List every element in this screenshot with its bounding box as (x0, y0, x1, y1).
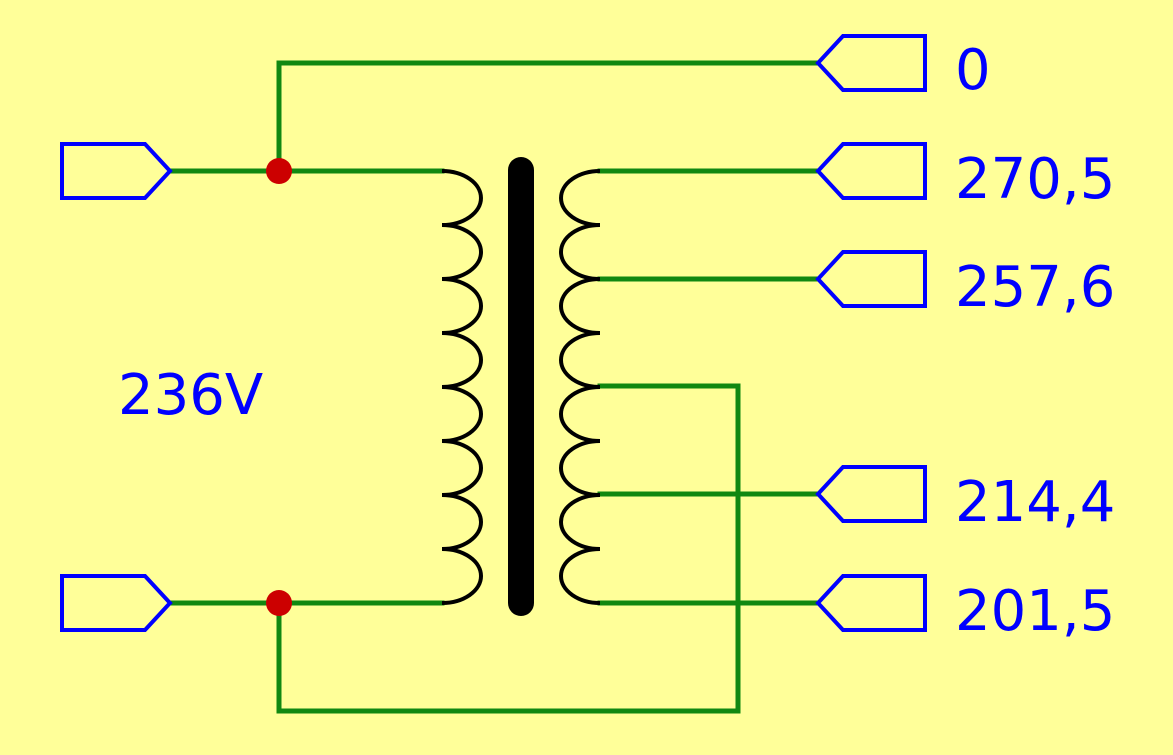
tap-label-214-4: 214,4 (955, 470, 1115, 535)
output-port-214-4 (815, 465, 927, 523)
secondary-winding (559, 169, 601, 605)
primary-voltage-label: 236V (118, 363, 263, 428)
junction-dot-bottom (266, 590, 292, 616)
wires (167, 60, 821, 714)
tap-label-270-5: 270,5 (955, 147, 1115, 212)
input-port-top (60, 142, 173, 200)
wire-tap-0 (276, 60, 821, 174)
output-port-201-5 (815, 574, 927, 632)
tap-label-0: 0 (955, 38, 991, 103)
junction-dot-top (266, 158, 292, 184)
tap-label-257-6: 257,6 (955, 255, 1115, 320)
wire-return (276, 383, 741, 714)
tap-label-201-5: 201,5 (955, 579, 1115, 644)
output-port-0 (815, 34, 927, 92)
input-port-bottom (60, 574, 173, 632)
output-port-270-5 (815, 142, 927, 200)
primary-winding (441, 169, 483, 605)
output-port-257-6 (815, 250, 927, 308)
